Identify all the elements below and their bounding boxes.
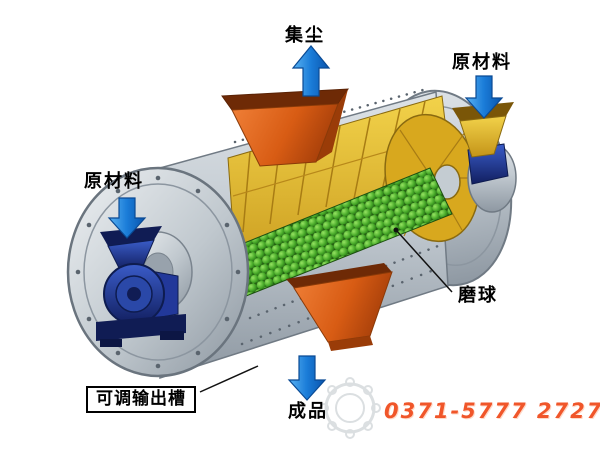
bottom-chute — [286, 263, 393, 351]
raw-material-top-down-arrow-icon — [464, 75, 504, 119]
raw-material-left-down-arrow-icon — [107, 197, 147, 239]
label-raw-material-top: 原材料 — [452, 52, 512, 73]
top-hopper — [221, 88, 349, 167]
finished-product-down-arrow-icon — [287, 355, 327, 401]
label-finished-product: 成品 — [288, 401, 328, 422]
leader-lines — [199, 227, 453, 393]
bolt-ring — [75, 175, 241, 369]
watermark-phone-number: 0371-5777 2727 — [384, 399, 600, 423]
label-raw-material-left: 原材料 — [84, 171, 144, 192]
label-grinding-balls: 磨球 — [458, 285, 498, 306]
left-feeder — [96, 226, 186, 347]
label-adjustable-output-slot: 可调输出槽 — [86, 386, 196, 413]
logo-watermark — [319, 377, 381, 439]
label-dust-collection: 集尘 — [285, 25, 325, 46]
dust-up-arrow-icon — [291, 45, 331, 97]
